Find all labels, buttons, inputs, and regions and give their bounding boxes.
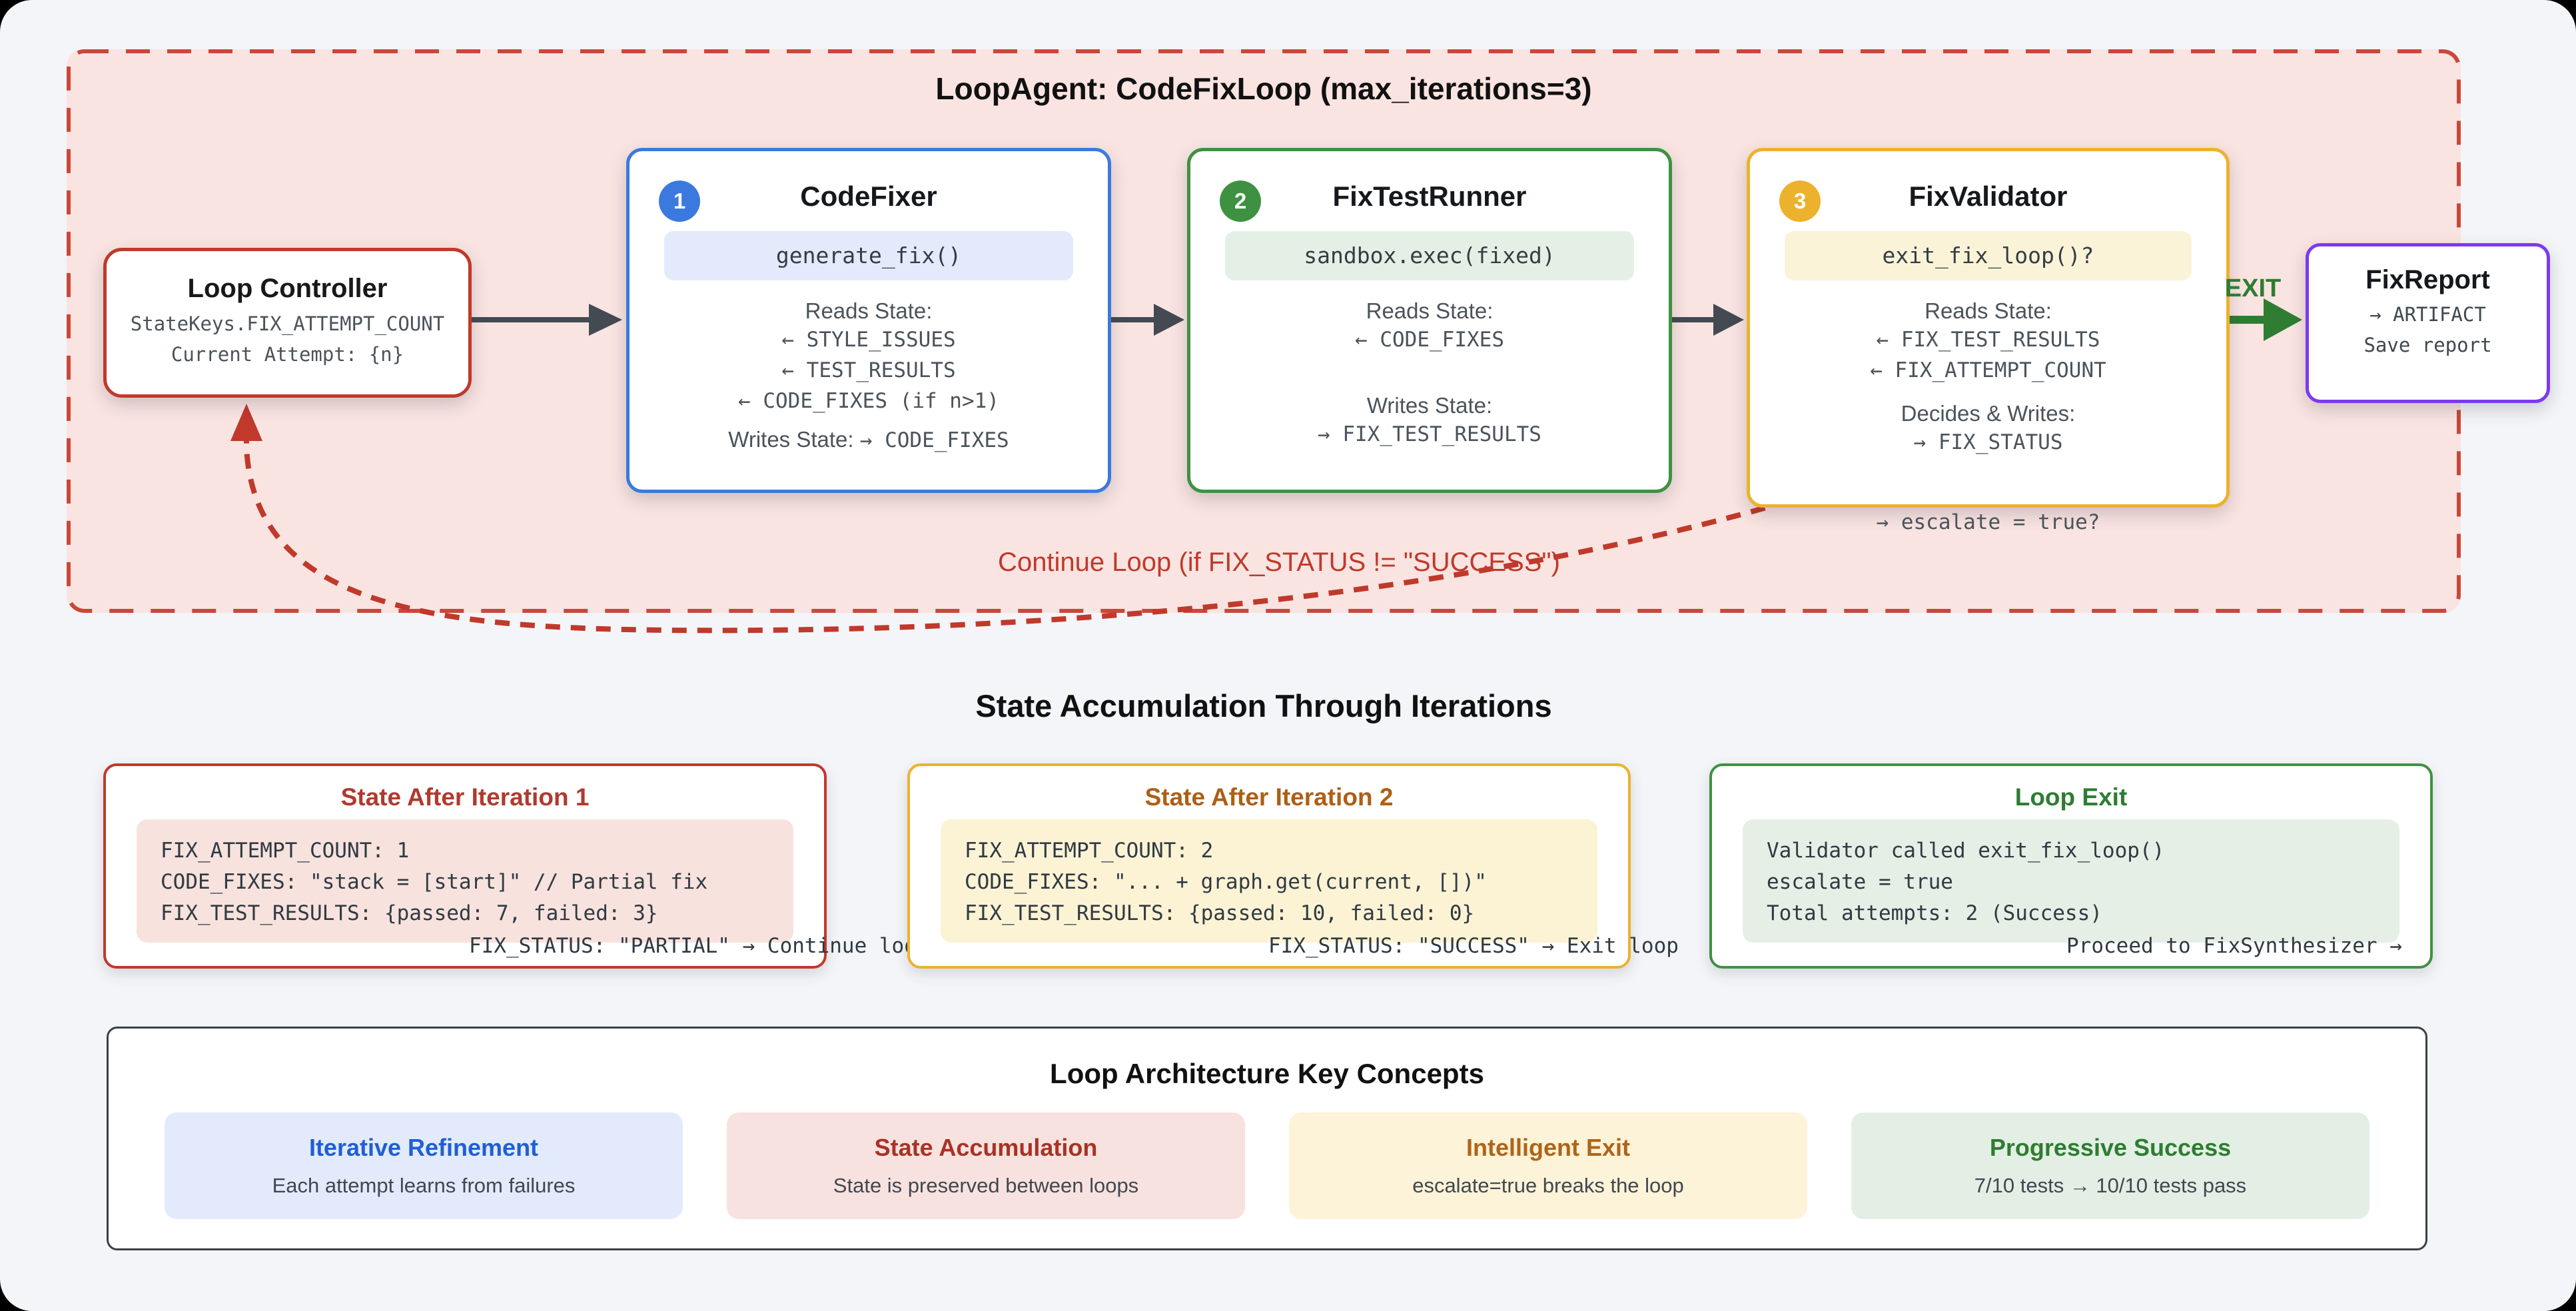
concept-progressive-success: Progressive Success 7/10 tests → 10/10 t…: [1851, 1112, 2369, 1219]
state-iteration-2-box: State After Iteration 2 FIX_ATTEMPT_COUN…: [907, 763, 1679, 969]
read-item: ← CODE_FIXES: [1355, 328, 1504, 352]
writes-state-label: Writes State:: [1366, 393, 1493, 418]
states-section-heading: State Accumulation Through Iterations: [975, 688, 1552, 723]
state-line: FIX_ATTEMPT_COUNT: 2: [965, 839, 1214, 863]
key-concepts-row: Iterative Refinement Each attempt learns…: [109, 1112, 2425, 1219]
agent-title: CodeFixer: [800, 181, 937, 212]
loop-exit-box: Loop Exit Validator called exit_fix_loop…: [1709, 763, 2433, 969]
reads-state-label: Reads State:: [1925, 298, 2052, 323]
state-status-line: FIX_STATUS: "SUCCESS" → Exit loop: [1268, 934, 1679, 958]
code-pill: sandbox.exec(fixed): [1225, 231, 1634, 280]
report-title: FixReport: [2365, 265, 2490, 294]
state-line: escalate = true: [1767, 870, 1953, 894]
loop-controller-title: Loop Controller: [187, 274, 388, 303]
concept-iterative-refinement: Iterative Refinement Each attempt learns…: [165, 1112, 683, 1219]
continue-loop-label: Continue Loop (if FIX_STATUS != "SUCCESS…: [998, 548, 1560, 577]
read-item: ← FIX_TEST_RESULTS: [1876, 328, 2100, 352]
state-iteration-1-box: State After Iteration 1 FIX_ATTEMPT_COUN…: [103, 763, 929, 969]
writes-value: → CODE_FIXES: [859, 428, 1009, 452]
state-status-line: FIX_STATUS: "PARTIAL" → Continue loop: [469, 934, 929, 958]
key-concepts-box: Loop Architecture Key Concepts Iterative…: [107, 1027, 2427, 1250]
code-pill: generate_fix(): [664, 231, 1073, 280]
artifact-line: → ARTIFACT: [2369, 303, 2486, 326]
state-code-panel: Validator called exit_fix_loop() escalat…: [1743, 819, 2399, 943]
agent-validator-box: 3 FixValidator exit_fix_loop()? Reads St…: [1747, 148, 2230, 534]
concept-state-accumulation: State Accumulation State is preserved be…: [727, 1112, 1245, 1219]
concept-title: Intelligent Exit: [1466, 1134, 1631, 1161]
state-line: Total attempts: 2 (Success): [1767, 901, 2102, 925]
read-item: ← FIX_ATTEMPT_COUNT: [1870, 358, 2106, 382]
loop-controller-box: Loop Controller StateKeys.FIX_ATTEMPT_CO…: [103, 248, 472, 398]
escalate-item: → escalate = true?: [1876, 510, 2100, 534]
reads-state-label: Reads State:: [1366, 298, 1494, 323]
state-box-title: State After Iteration 2: [1144, 783, 1394, 811]
state-line: FIX_TEST_RESULTS: {passed: 7, failed: 3}: [161, 901, 658, 925]
state-box-title: State After Iteration 1: [340, 783, 590, 811]
step-1-badge: 1: [659, 181, 700, 222]
concept-desc: 7/10 tests → 10/10 tests pass: [1974, 1174, 2247, 1197]
state-code-panel: FIX_ATTEMPT_COUNT: 2 CODE_FIXES: "... + …: [941, 819, 1597, 943]
decides-writes-label: Decides & Writes:: [1901, 401, 2076, 426]
state-line: FIX_TEST_RESULTS: {passed: 10, failed: 0…: [965, 901, 1475, 925]
step-2-badge: 2: [1220, 181, 1261, 222]
state-line: Validator called exit_fix_loop(): [1767, 839, 2165, 863]
state-key-line: StateKeys.FIX_ATTEMPT_COUNT: [130, 312, 445, 335]
state-code-panel: FIX_ATTEMPT_COUNT: 1 CODE_FIXES: "stack …: [137, 819, 793, 943]
reads-state-label: Reads State:: [805, 298, 933, 323]
state-line: FIX_ATTEMPT_COUNT: 1: [161, 839, 410, 863]
agent-testrunner-box: 2 FixTestRunner sandbox.exec(fixed) Read…: [1187, 148, 1672, 493]
read-item: ← TEST_RESULTS: [781, 358, 956, 382]
agent-title: FixValidator: [1909, 181, 2068, 212]
concept-desc: State is preserved between loops: [833, 1174, 1139, 1197]
concept-title: State Accumulation: [874, 1134, 1098, 1161]
concept-title: Progressive Success: [1989, 1134, 2232, 1161]
agent-title: FixTestRunner: [1332, 181, 1527, 212]
writes-state-label: Writes State:: [728, 427, 854, 452]
concept-intelligent-exit: Intelligent Exit escalate=true breaks th…: [1289, 1112, 1807, 1219]
save-report-line: Save report: [2363, 334, 2492, 356]
code-pill: exit_fix_loop()?: [1785, 231, 2192, 280]
key-concepts-heading: Loop Architecture Key Concepts: [1050, 1058, 1484, 1089]
concept-desc: escalate=true breaks the loop: [1412, 1174, 1684, 1197]
step-3-badge: 3: [1779, 181, 1821, 222]
concept-title: Iterative Refinement: [308, 1134, 539, 1161]
loop-container-title: LoopAgent: CodeFixLoop (max_iterations=3…: [935, 71, 1592, 106]
current-attempt-line: Current Attempt: {n}: [171, 343, 404, 366]
state-line: CODE_FIXES: "... + graph.get(current, []…: [965, 870, 1487, 894]
write-item: → FIX_STATUS: [1913, 430, 2063, 454]
proceed-line: Proceed to FixSynthesizer →: [2066, 934, 2402, 958]
writes-state-line: Writes State: → CODE_FIXES: [630, 427, 1108, 452]
state-line: CODE_FIXES: "stack = [start]" // Partial…: [161, 870, 708, 894]
fix-report-box: FixReport → ARTIFACT Save report: [2306, 243, 2550, 403]
write-item: → FIX_TEST_RESULTS: [1318, 422, 1541, 446]
state-box-title: Loop Exit: [2014, 783, 2128, 811]
read-item: ← CODE_FIXES (if n>1): [738, 389, 999, 413]
read-item: ← STYLE_ISSUES: [781, 328, 956, 352]
agent-codefixer-box: 1 CodeFixer generate_fix() Reads State: …: [626, 148, 1111, 493]
concept-desc: Each attempt learns from failures: [272, 1174, 576, 1197]
exit-label: EXIT: [2224, 274, 2282, 302]
